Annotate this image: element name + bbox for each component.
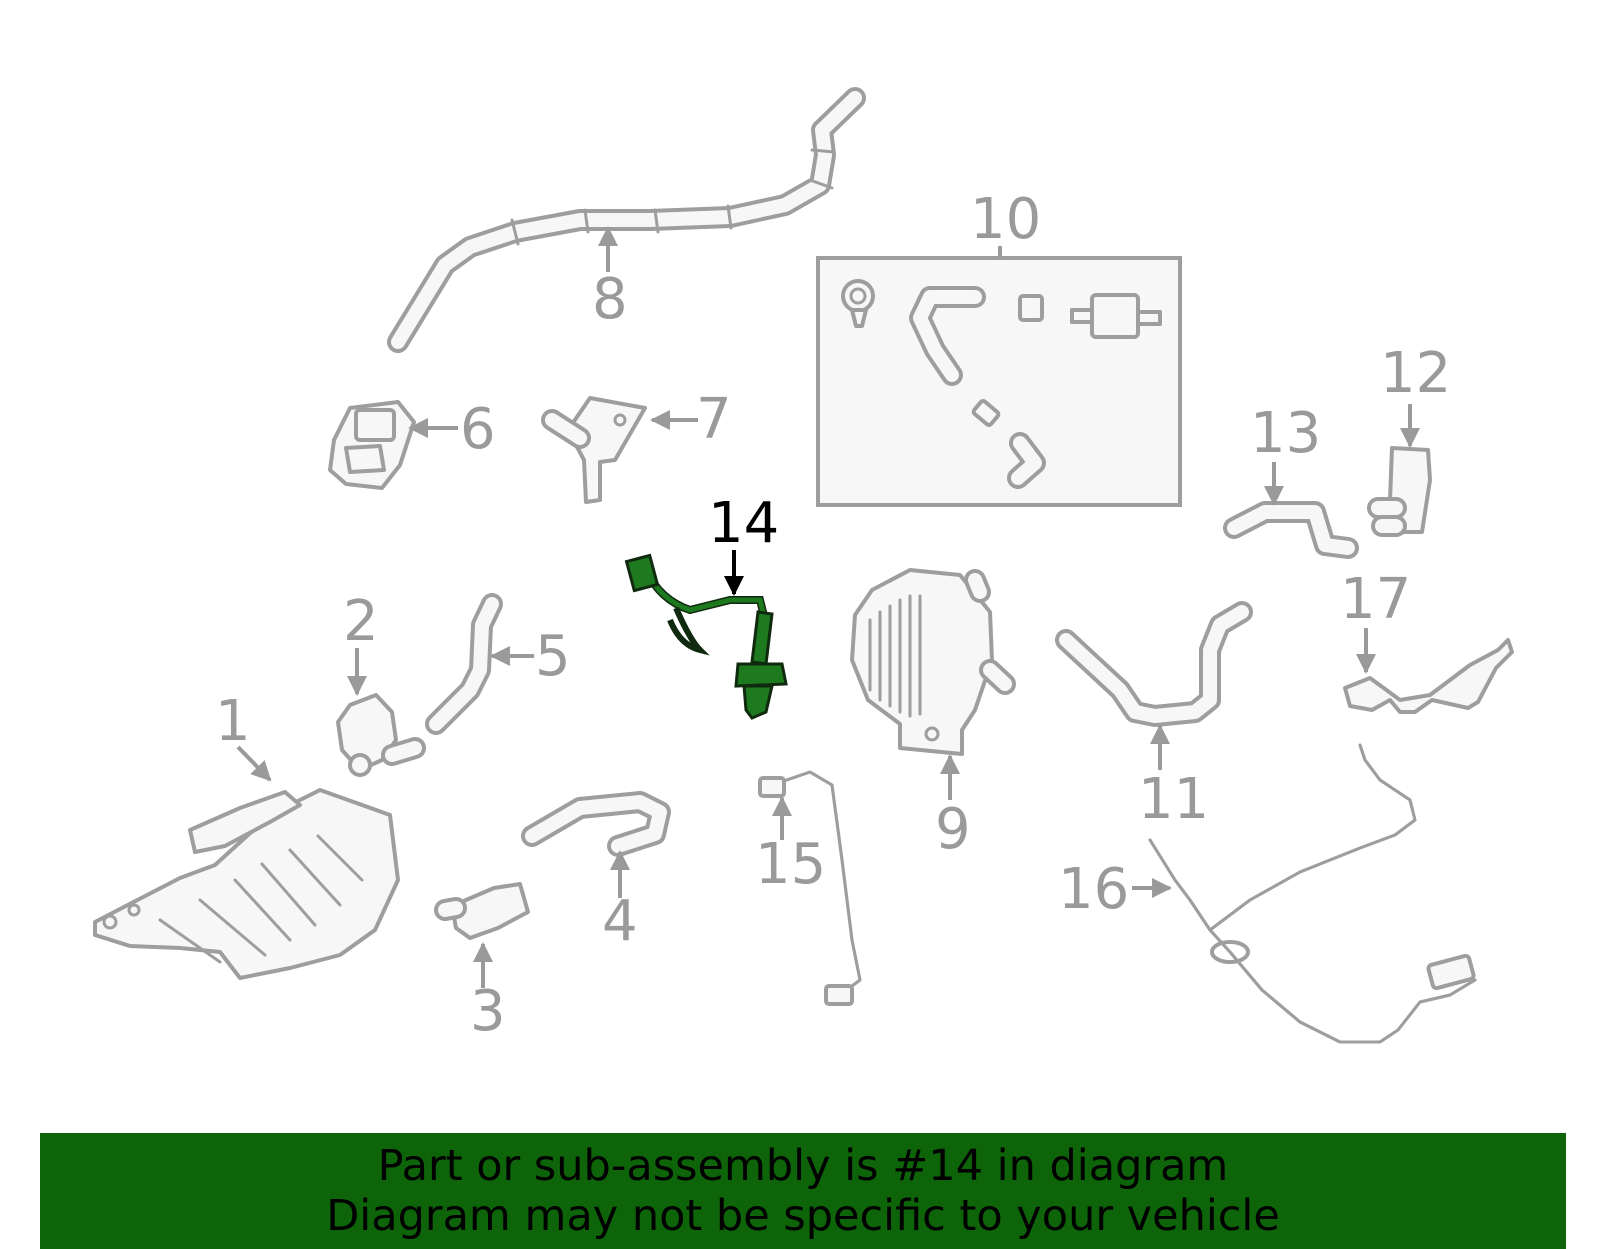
callout-5: 5 [535,624,571,689]
part-15-oxygen-sensor[interactable] [758,770,862,1006]
callout-7: 7 [696,387,732,452]
callout-16: 16 [1058,857,1129,922]
part-12-solenoid[interactable] [1367,446,1432,537]
callout-1: 1 [215,689,251,754]
part-5-hose[interactable] [425,593,503,735]
banner-line-2: Diagram may not be specific to your vehi… [326,1191,1280,1241]
part-3-pressure-sensor[interactable] [434,882,530,940]
part-2-purge-valve[interactable] [336,693,426,777]
part-11-hose[interactable] [1055,601,1253,727]
part-7-bracket[interactable] [541,396,647,504]
callout-13: 13 [1250,401,1321,466]
part-1-vapor-canister[interactable] [93,788,400,980]
callout-9: 9 [935,797,971,862]
banner-line-1: Part or sub-assembly is #14 in diagram [377,1141,1229,1191]
callout-15: 15 [755,832,826,897]
part-6-vent-valve[interactable] [328,400,416,490]
callout-17: 17 [1340,567,1411,632]
callout-2: 2 [343,589,379,654]
part-4-hose[interactable] [521,791,671,857]
arrow-1 [236,745,272,782]
callout-8: 8 [592,267,628,332]
part-10-kit-box[interactable] [816,256,1182,507]
part-14-oxygen-sensor[interactable] [624,553,788,720]
callout-3: 3 [470,979,506,1044]
callout-11: 11 [1138,767,1209,832]
part-9-leak-detection-pump[interactable] [850,568,1016,756]
part-8-vent-hose[interactable] [387,87,866,353]
callout-4: 4 [602,889,638,954]
callout-10: 10 [970,187,1041,252]
part-17-bracket[interactable] [1343,638,1514,714]
part-16-sensor-harness[interactable] [1148,743,1477,1044]
part-13-hose[interactable] [1223,501,1359,559]
info-banner: Part or sub-assembly is #14 in diagram D… [40,1133,1566,1249]
callout-14: 14 [708,491,779,556]
callout-6: 6 [460,397,496,462]
callout-12: 12 [1380,341,1451,406]
